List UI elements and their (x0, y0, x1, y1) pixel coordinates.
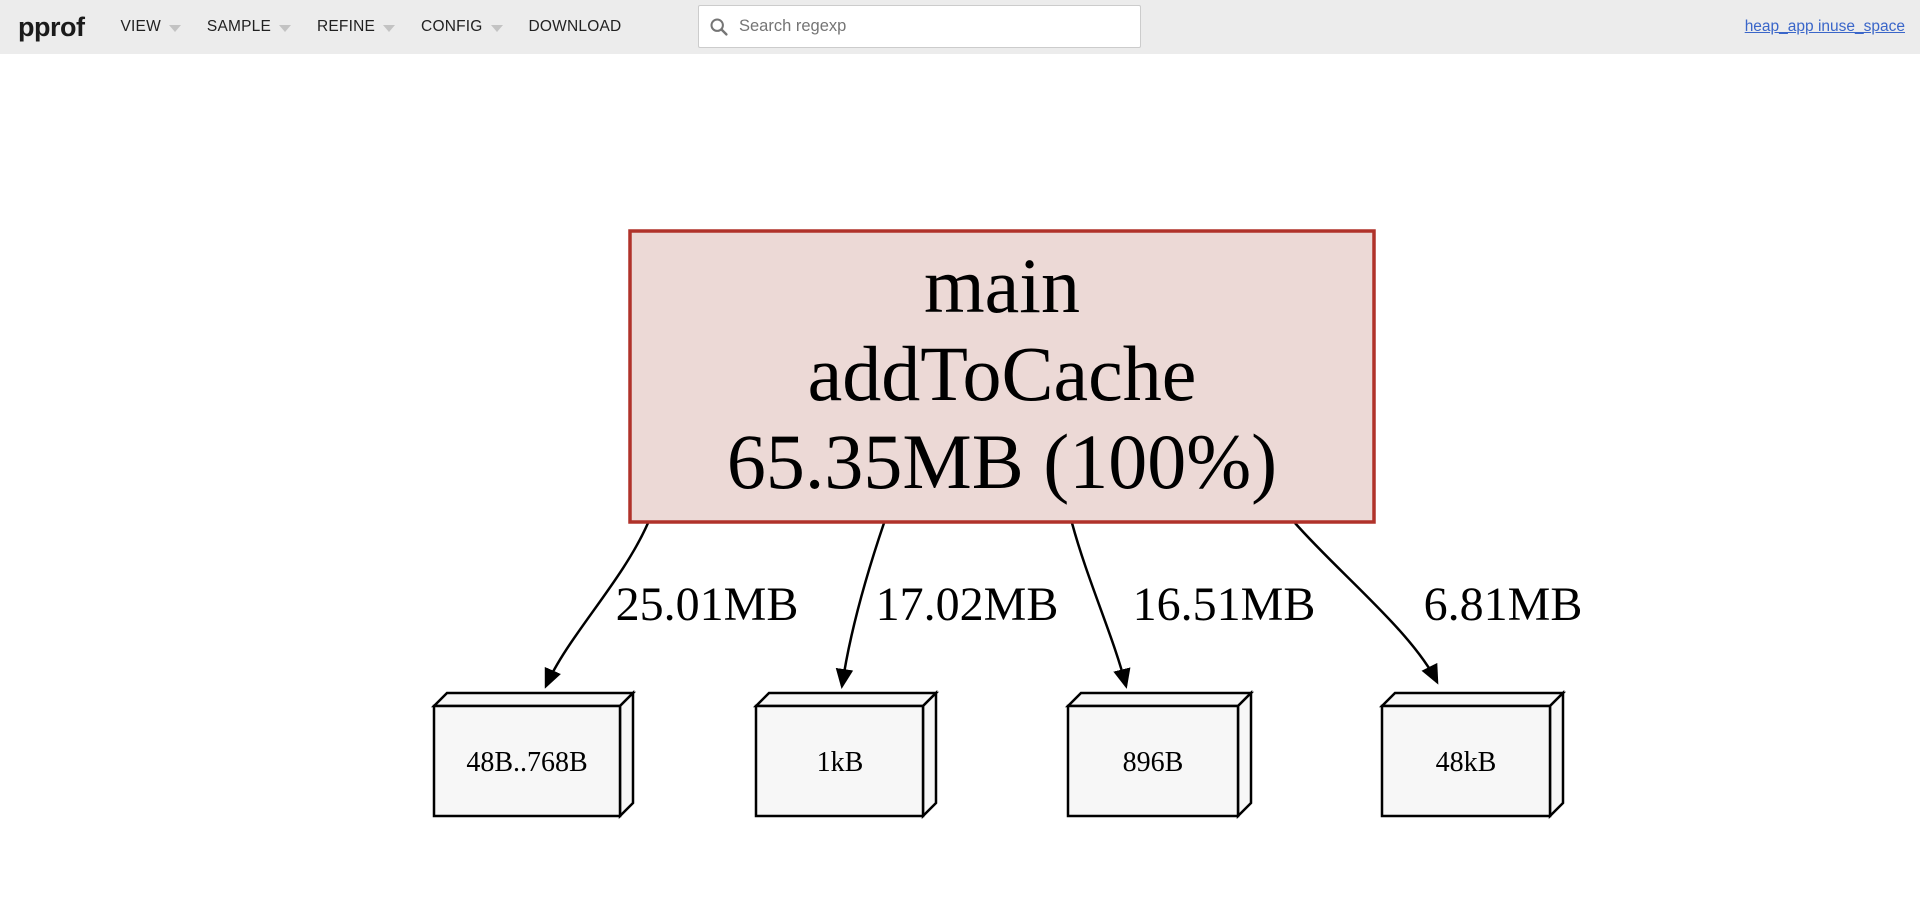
edge-arrow-4 (1294, 522, 1439, 685)
root-node-line1: main (924, 242, 1080, 329)
chevron-down-icon (490, 24, 503, 32)
graph-node-896b[interactable]: 896B (1064, 689, 1255, 820)
menu-sample[interactable]: SAMPLE (207, 18, 291, 36)
edge-arrow-3 (1070, 522, 1131, 689)
edge-labels: 25.01MB 17.02MB 16.51MB 6.81MB (616, 578, 1583, 631)
pprof-logo: pprof (18, 11, 85, 42)
menu-view[interactable]: VIEW (120, 18, 181, 36)
menu-download-label: DOWNLOAD (528, 18, 622, 35)
search-box (698, 5, 1141, 48)
profile-name-link[interactable]: heap_app inuse_space (1744, 18, 1905, 35)
search-input[interactable] (739, 17, 1130, 36)
graph-edges (544, 522, 1439, 689)
leaf-node-label: 48kB (1436, 747, 1497, 778)
main-menu: VIEW SAMPLE REFINE CONFIG DOWNLOAD (120, 18, 647, 36)
menu-config[interactable]: CONFIG (421, 18, 503, 36)
edge-label-2: 17.02MB (876, 578, 1059, 631)
menu-config-label: CONFIG (421, 18, 483, 35)
edge-label-1: 25.01MB (616, 578, 799, 631)
menu-refine-label: REFINE (317, 18, 376, 35)
menu-refine[interactable]: REFINE (317, 18, 396, 36)
app-header: pprof VIEW SAMPLE REFINE CONFIG DOWNLOAD… (0, 0, 1920, 54)
root-node-line3: 65.35MB (100%) (727, 418, 1277, 505)
menu-view-label: VIEW (120, 18, 161, 35)
graph-node-48b-768b[interactable]: 48B..768B (430, 689, 637, 820)
graph-node-48kb[interactable]: 48kB (1378, 689, 1567, 820)
graph-canvas: 25.01MB 17.02MB 16.51MB 6.81MB main addT… (0, 54, 1920, 914)
root-node-line2: addToCache (808, 330, 1197, 417)
leaf-node-label: 896B (1123, 747, 1184, 778)
chevron-down-icon (168, 24, 181, 32)
chevron-down-icon (279, 24, 291, 32)
search-icon (710, 18, 728, 36)
graph-node-main-addtocache[interactable]: main addToCache 65.35MB (100%) (628, 229, 1376, 524)
callgraph-svg: 25.01MB 17.02MB 16.51MB 6.81MB main addT… (430, 229, 1583, 820)
edge-label-4: 6.81MB (1424, 578, 1583, 631)
leaf-node-label: 1kB (817, 747, 864, 778)
graph-node-1kb[interactable]: 1kB (752, 689, 940, 820)
chevron-down-icon (383, 24, 396, 32)
edge-label-3: 16.51MB (1133, 578, 1316, 631)
leaf-node-label: 48B..768B (466, 747, 587, 778)
edge-arrow-1 (544, 522, 650, 689)
edge-arrow-2 (835, 522, 886, 689)
menu-sample-label: SAMPLE (206, 18, 271, 35)
menu-download[interactable]: DOWNLOAD (529, 18, 622, 36)
